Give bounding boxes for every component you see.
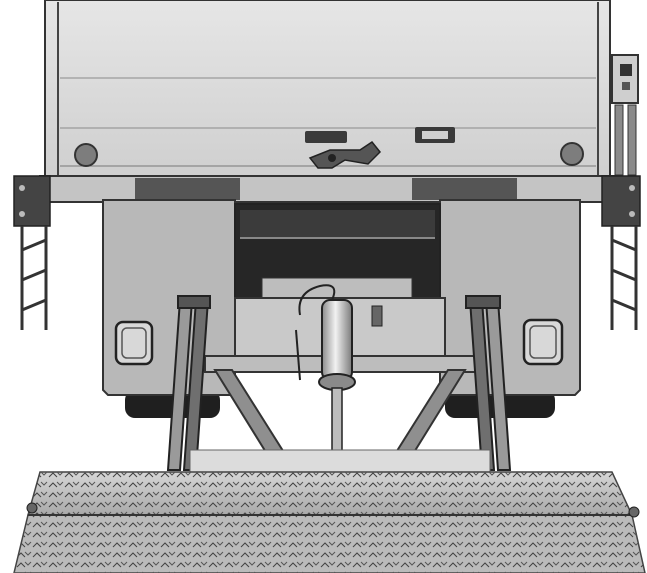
reflector-right: [560, 142, 584, 166]
corner-bracket-left: [13, 175, 51, 227]
reflector-left: [74, 143, 98, 167]
hydraulic-cylinder: [295, 284, 356, 470]
platform-hinge-left: [26, 502, 38, 514]
control-box: [611, 54, 639, 176]
liftgate-platform: [13, 471, 646, 573]
platform-hinge-right: [628, 506, 640, 518]
base-plate: [189, 449, 491, 473]
lift-arms-right: [465, 295, 512, 471]
corner-bracket-right: [601, 175, 641, 227]
rear-sill: [39, 175, 616, 203]
door-latch: [305, 127, 455, 169]
step-ladder-right: [610, 226, 638, 330]
center-frame: [234, 203, 441, 301]
truck-rear-door: [44, 0, 611, 179]
step-ladder-left: [20, 226, 48, 330]
small-bracket: [371, 305, 383, 327]
